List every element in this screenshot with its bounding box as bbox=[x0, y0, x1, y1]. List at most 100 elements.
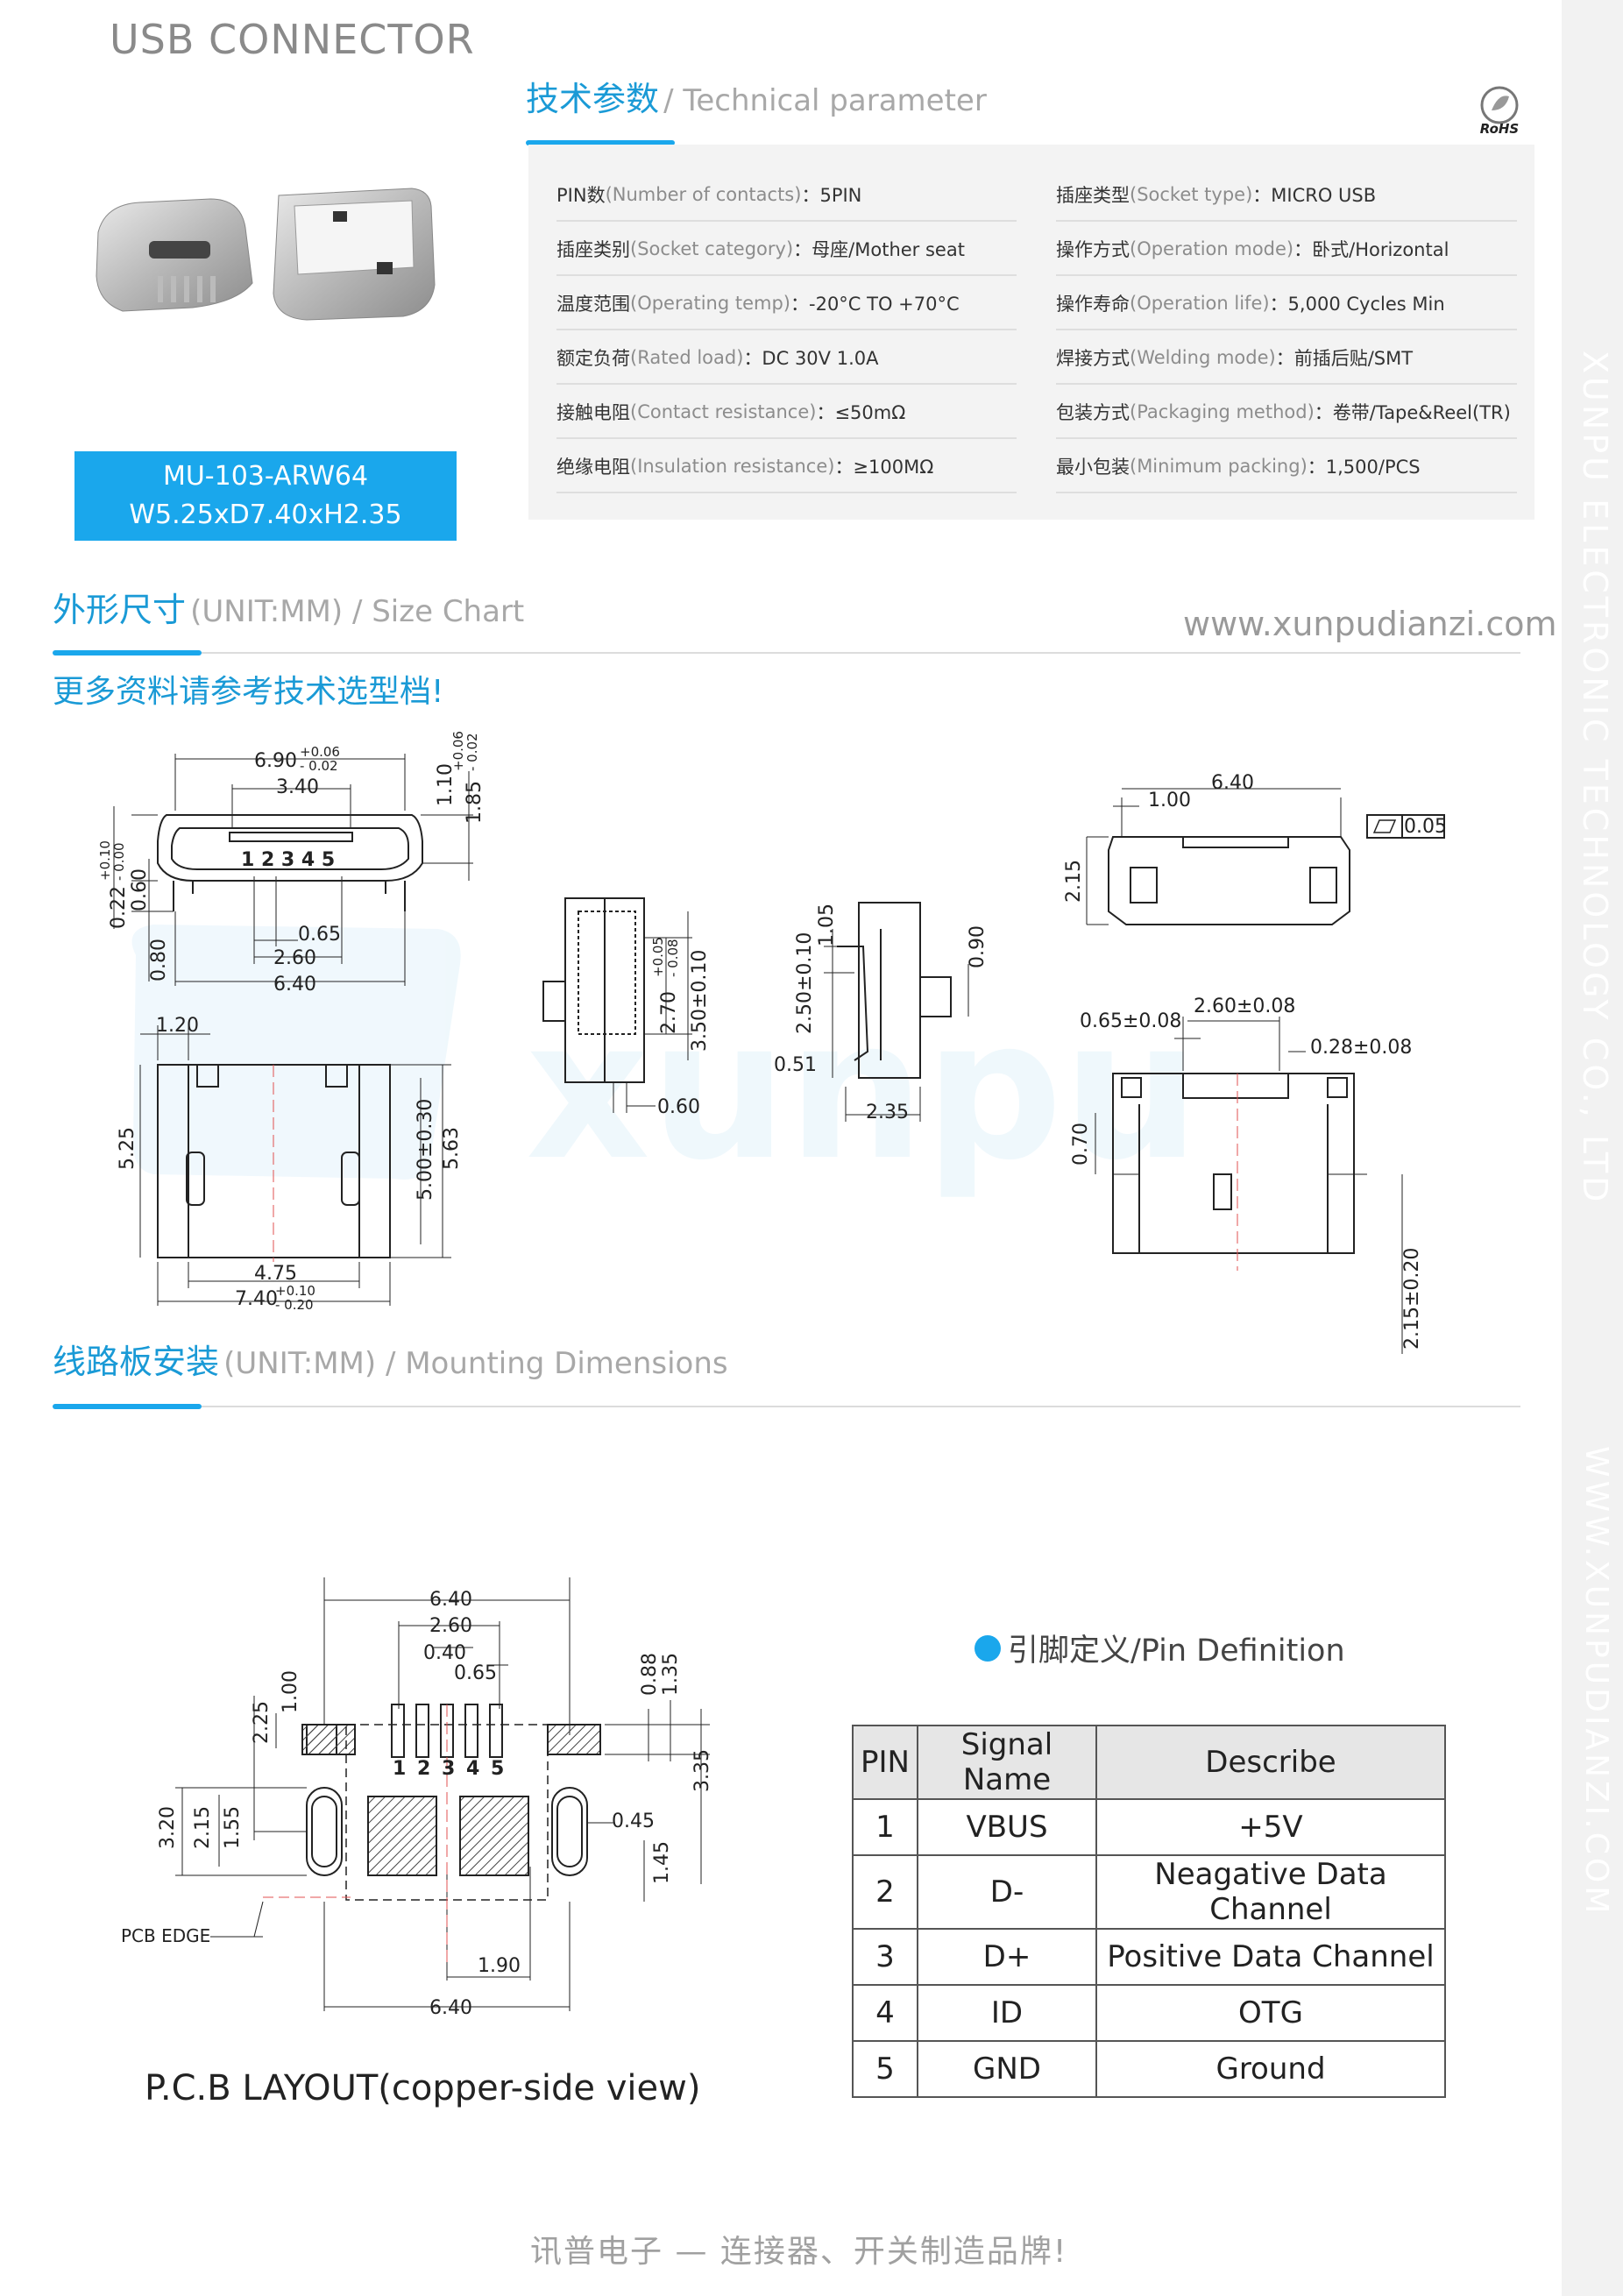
param-row: 最小包装(Minimum packing)：1,500/PCS bbox=[1056, 441, 1517, 493]
dim-r260: 2.60±0.08 bbox=[1194, 996, 1295, 1017]
pcb-edge-label: PCB EDGE bbox=[121, 1925, 210, 1946]
model-dimensions: W5.25xD7.40xH2.35 bbox=[129, 500, 402, 530]
svg-text:+0.10: +0.10 bbox=[275, 1283, 315, 1299]
dim-120: 1.20 bbox=[156, 1015, 199, 1037]
dim-690: 6.90 bbox=[254, 750, 297, 772]
dim-r070: 0.70 bbox=[1070, 1123, 1092, 1166]
param-row: 插座类型(Socket type)：MICRO USB bbox=[1056, 169, 1517, 222]
mount-title-en: (UNIT:MM) / Mounting Dimensions bbox=[223, 1346, 728, 1381]
pcb-pin-1: 1 bbox=[393, 1758, 406, 1780]
dim-500: 5.00±0.30 bbox=[415, 1099, 436, 1201]
svg-text:- 0.00: - 0.00 bbox=[111, 842, 127, 881]
dim-640: 6.40 bbox=[273, 974, 316, 996]
col-pin: PIN bbox=[852, 1725, 918, 1800]
svg-text:- 0.08: - 0.08 bbox=[665, 939, 681, 977]
dim-060-side: 0.60 bbox=[657, 1096, 700, 1118]
svg-text:+0.05: +0.05 bbox=[650, 937, 666, 977]
dim-flatness: 0.05 bbox=[1404, 816, 1447, 838]
size-underline-grey bbox=[202, 652, 1520, 654]
dim-340: 3.40 bbox=[276, 776, 319, 798]
dim-r065: 0.65±0.08 bbox=[1080, 1010, 1181, 1032]
bullet-icon bbox=[975, 1634, 1001, 1662]
dim-m225: 2.25 bbox=[251, 1701, 273, 1744]
top-view-labels: 2.60±0.08 0.65±0.08 0.28±0.08 0.70 2.15±… bbox=[1070, 996, 1423, 1350]
svg-text:+0.10: +0.10 bbox=[97, 840, 113, 881]
front-pin-numbers: 1 2 3 4 5 bbox=[241, 849, 335, 871]
top-view bbox=[1095, 1017, 1403, 1354]
dim-110: 1.10 bbox=[435, 763, 457, 806]
dim-r215: 2.15 bbox=[1063, 860, 1085, 903]
dim-270: 2.70 bbox=[658, 991, 680, 1034]
dim-065: 0.65 bbox=[298, 924, 341, 946]
front-view bbox=[113, 754, 473, 986]
website-link[interactable]: www.xunpudianzi.com bbox=[1183, 605, 1557, 643]
param-row: 操作寿命(Operation life)：5,000 Cycles Min bbox=[1056, 278, 1517, 330]
dim-r640: 6.40 bbox=[1211, 772, 1254, 794]
dim-250: 2.50±0.10 bbox=[794, 932, 816, 1034]
dim-m088: 0.88 bbox=[639, 1653, 661, 1696]
table-header-row: PIN Signal Name Describe bbox=[852, 1725, 1446, 1800]
pcb-pin-4: 4 bbox=[466, 1758, 479, 1780]
dim-m155: 1.55 bbox=[222, 1806, 244, 1849]
size-title-en: (UNIT:MM) / Size Chart bbox=[190, 594, 525, 629]
footer-slogan: 讯普电子 — 连接器、开关制造品牌! bbox=[530, 2234, 1068, 2270]
dim-051: 0.51 bbox=[774, 1054, 817, 1076]
dim-m640b: 6.40 bbox=[429, 1997, 472, 2019]
dim-r100: 1.00 bbox=[1148, 790, 1191, 811]
dim-m335: 3.35 bbox=[691, 1749, 713, 1792]
side-section-b-labels: 1.05 2.50±0.10 0.51 2.35 0.90 bbox=[774, 904, 989, 1123]
col-describe: Describe bbox=[1095, 1725, 1446, 1800]
dim-m040: 0.40 bbox=[423, 1642, 466, 1664]
svg-text:+0.06: +0.06 bbox=[450, 731, 466, 771]
size-chart-heading: 外形尺寸 (UNIT:MM) / Size Chart bbox=[53, 583, 524, 631]
rohs-icon: RoHS bbox=[1472, 81, 1527, 137]
sidebar-company: XUNPU ELECTRONIC TECHNOLOGY CO., LTD bbox=[1576, 351, 1614, 1206]
param-table: PIN数(Number of contacts)：5PIN 插座类别(Socke… bbox=[528, 145, 1534, 520]
param-row: 包装方式(Packaging method)：卷带/Tape&Reel(TR) bbox=[1056, 386, 1517, 439]
svg-text:- 0.20: - 0.20 bbox=[275, 1297, 314, 1313]
brand-sidebar: XUNPU ELECTRONIC TECHNOLOGY CO., LTD WWW… bbox=[1562, 0, 1623, 2296]
more-info-note: 更多资料请参考技术选型档! bbox=[53, 674, 444, 710]
svg-text:xunpu: xunpu bbox=[526, 978, 1200, 1202]
param-row: 插座类别(Socket category)：母座/Mother seat bbox=[556, 223, 1017, 276]
param-row: 温度范围(Operating temp)：-20°C TO +70°C bbox=[556, 278, 1017, 330]
dim-022: 0.22 bbox=[108, 886, 130, 929]
pcb-pin-3: 3 bbox=[442, 1758, 455, 1780]
tech-title-cn: 技术参数 bbox=[526, 80, 660, 118]
dim-105: 1.05 bbox=[816, 904, 838, 946]
dim-185: 1.85 bbox=[464, 781, 485, 824]
mount-title-cn: 线路板安装 bbox=[53, 1343, 220, 1381]
param-row: 接触电阻(Contact resistance)：≤50mΩ bbox=[556, 386, 1017, 439]
pcb-caption: P.C.B LAYOUT(copper-side view) bbox=[145, 2068, 701, 2108]
dim-m145: 1.45 bbox=[651, 1841, 673, 1884]
dim-060: 0.60 bbox=[129, 868, 151, 911]
side-section-b bbox=[824, 902, 969, 1122]
dim-m100: 1.00 bbox=[280, 1670, 301, 1713]
param-row: PIN数(Number of contacts)：5PIN bbox=[556, 169, 1017, 222]
dim-r215b: 2.15±0.20 bbox=[1401, 1248, 1423, 1350]
size-underline-blue bbox=[53, 650, 202, 655]
param-row: 操作方式(Operation mode)：卧式/Horizontal bbox=[1056, 223, 1517, 276]
tech-title-en: / Technical parameter bbox=[663, 83, 987, 118]
dim-m135: 1.35 bbox=[660, 1653, 682, 1696]
bottom-view-labels: 1.20 5.25 5.00±0.30 5.63 4.75 7.40 +0.10… bbox=[117, 1015, 463, 1313]
dim-235: 2.35 bbox=[866, 1102, 909, 1123]
dim-740: 7.40 bbox=[235, 1288, 278, 1310]
sidebar-website: WWW.XUNPUDIANZI.COM bbox=[1578, 1446, 1614, 1917]
mounting-heading: 线路板安装 (UNIT:MM) / Mounting Dimensions bbox=[53, 1335, 728, 1383]
bottom-view bbox=[139, 1025, 451, 1306]
dim-m260: 2.60 bbox=[429, 1615, 472, 1637]
pin-definition-heading: 引脚定义/Pin Definition bbox=[975, 1626, 1345, 1670]
dim-475: 4.75 bbox=[254, 1263, 297, 1285]
rear-view-labels: 6.40 1.00 0.05 2.15 bbox=[1063, 772, 1447, 903]
rohs-label: RoHS bbox=[1480, 121, 1519, 135]
pcb-pin-2: 2 bbox=[417, 1758, 430, 1780]
dim-090: 0.90 bbox=[967, 925, 989, 968]
front-view-labels: 6.90 +0.06 - 0.02 3.40 1 2 3 4 5 0.65 2.… bbox=[97, 731, 485, 996]
dim-080: 0.80 bbox=[148, 939, 170, 981]
pcb-pin-5: 5 bbox=[491, 1758, 504, 1780]
